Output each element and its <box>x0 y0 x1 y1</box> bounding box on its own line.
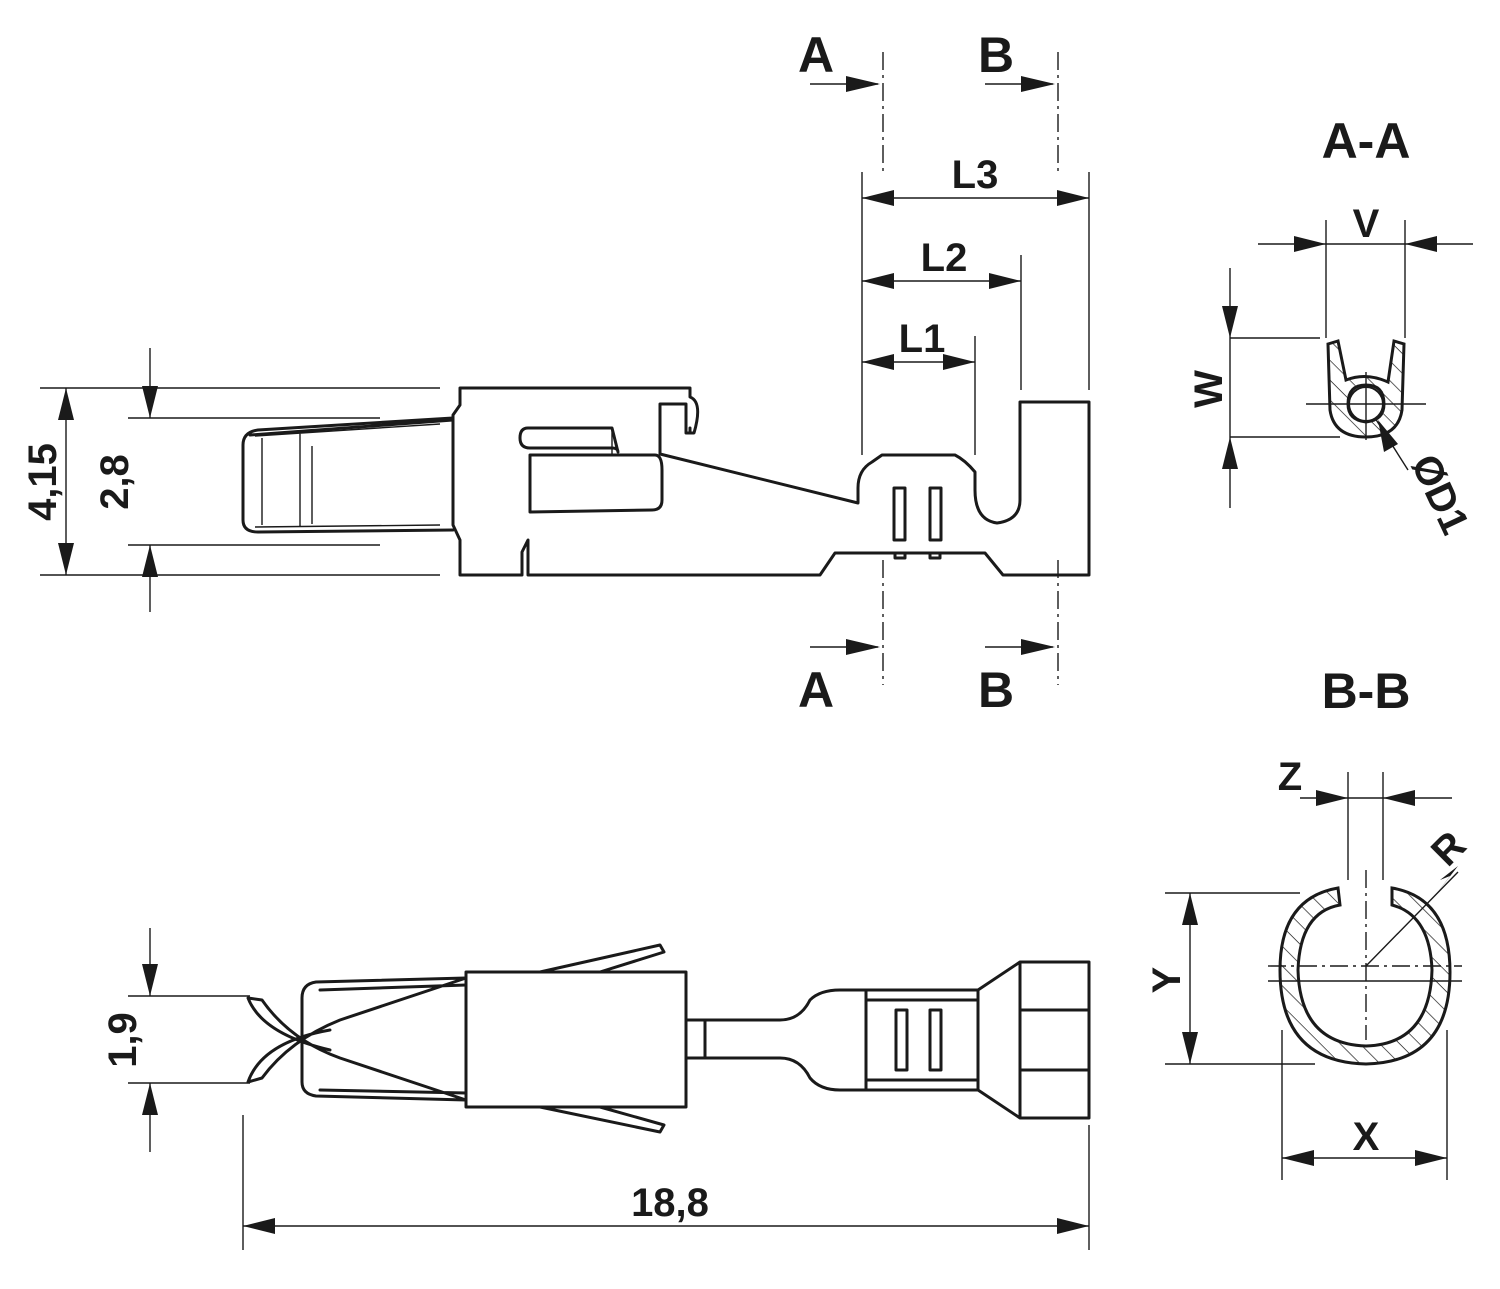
dimension-label-v: V <box>1353 202 1380 246</box>
front-spring <box>241 416 455 534</box>
dimension-label-y: Y <box>1145 966 1189 993</box>
dimension-label-l2: L2 <box>921 236 968 280</box>
dimension-4-15: 4,15 <box>21 388 74 575</box>
neck <box>703 988 868 1092</box>
crimp-slot-1 <box>894 1008 909 1072</box>
contact-slot <box>518 426 692 454</box>
side-view <box>241 386 1091 577</box>
notch-bottom <box>893 551 942 560</box>
ring-profile <box>1278 886 1452 1066</box>
section-title-a-a: A-A <box>1322 113 1411 169</box>
dimension-label-r: R <box>1423 823 1475 875</box>
dimension-2-8: 2,8 <box>93 348 158 612</box>
dimension-1-9: 1,9 <box>101 928 250 1152</box>
crimp-slot-2 <box>928 1008 943 1072</box>
section-marker-b-top: B <box>978 27 1014 83</box>
dimension-18-8: 18,8 <box>242 1115 1090 1250</box>
inspection-slot-1 <box>892 486 907 542</box>
dimension-label-2-8: 2,8 <box>93 454 137 510</box>
height-extension-lines <box>40 387 440 576</box>
top-tab <box>538 943 666 974</box>
dimension-label-1-9: 1,9 <box>101 1012 145 1068</box>
dimension-label-4-15: 4,15 <box>21 443 65 521</box>
contact-outline <box>451 386 1091 577</box>
dimension-label-x: X <box>1353 1115 1380 1159</box>
section-marker-a-bottom: A <box>798 662 834 718</box>
crimp-barrel <box>864 960 1091 1120</box>
dimension-label-w: W <box>1187 370 1231 408</box>
dimension-label-18-8: 18,8 <box>631 1181 709 1225</box>
front-spring-inner <box>254 423 441 528</box>
section-marker-b-bottom: B <box>978 662 1014 718</box>
section-a-a: A-A V W ØD1 <box>1187 113 1477 541</box>
section-title-b-b: B-B <box>1322 663 1411 719</box>
dimension-label-l1: L1 <box>899 317 946 361</box>
inspection-slot-2 <box>928 486 943 542</box>
section-cut-lines: A B A B <box>798 27 1059 718</box>
bottom-tab <box>538 1105 666 1134</box>
dimension-label-l3: L3 <box>952 153 999 197</box>
plan-view <box>246 943 1091 1134</box>
contact-body <box>464 970 688 1109</box>
spring-window <box>528 453 664 514</box>
dimension-label-z: Z <box>1278 755 1302 799</box>
body-right-step <box>684 1018 707 1060</box>
spring-fingers <box>246 976 468 1102</box>
length-dimensions: L3 L2 L1 <box>861 153 1090 455</box>
section-marker-a-top: A <box>798 27 834 83</box>
section-b-b: B-B Z R Y X <box>1145 663 1475 1180</box>
dimension-label-d1: ØD1 <box>1402 448 1477 541</box>
